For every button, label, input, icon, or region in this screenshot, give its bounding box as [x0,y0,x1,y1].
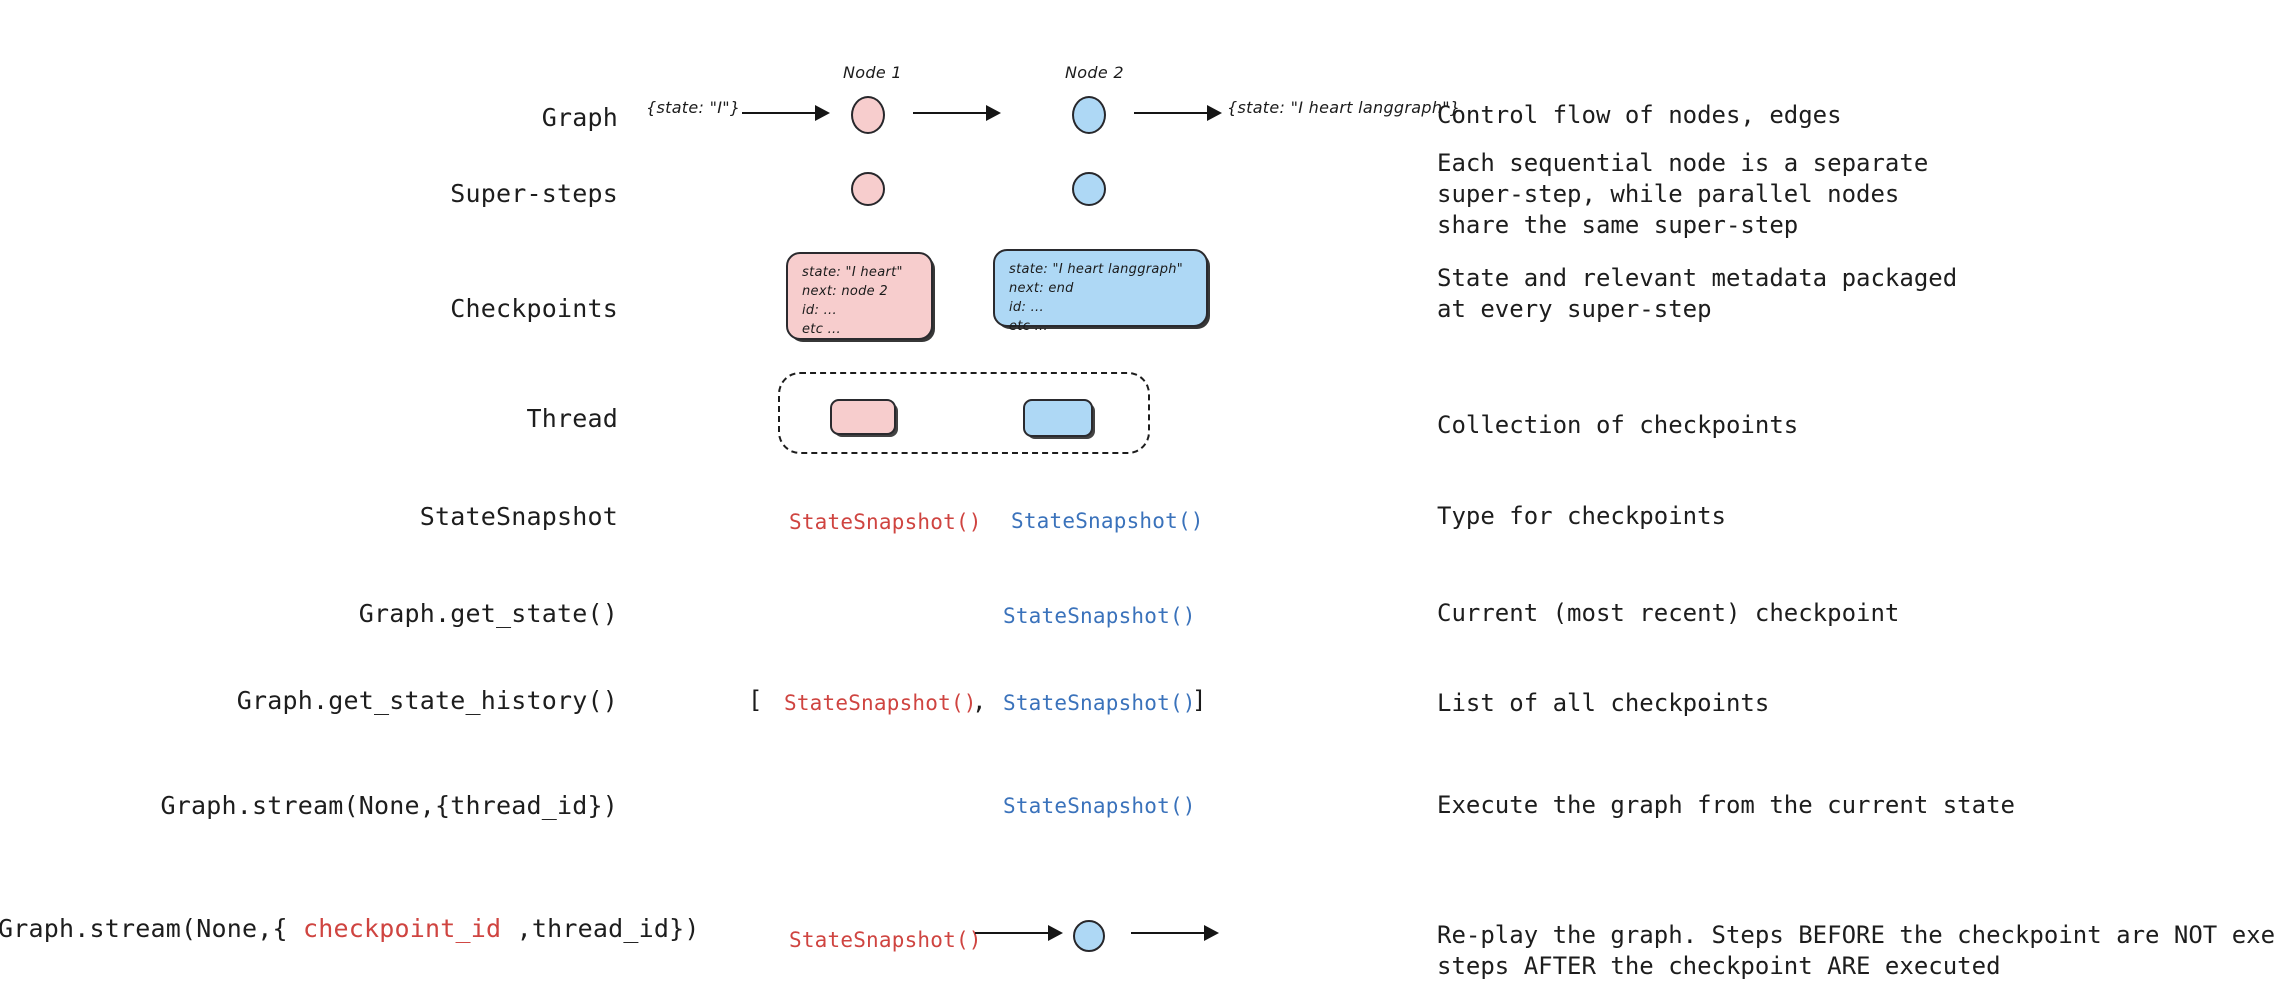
stream-thread-statesnapshot: StateSnapshot() [1003,794,1196,818]
row-label-statesnapshot: StateSnapshot [419,502,618,531]
row-label-graph: Graph [541,103,618,132]
blue-card-line-etc: etc ... [1009,319,1048,334]
super-step-node-1-circle [851,172,885,206]
blue-card-line-id: id: ... [1009,300,1044,315]
edge-arrow-3 [1134,105,1222,121]
row-label-super-steps: Super-steps [450,179,618,208]
node-1-label: Node 1 [843,63,902,82]
super-step-node-2-circle [1072,172,1106,206]
row-label-stream-thread: Graph.stream(None,{thread_id}) [160,791,618,820]
graph-output-state-text: {state: "I heart langgraph"} [1227,98,1461,117]
node-2-circle [1072,96,1106,134]
row-label-checkpoints: Checkpoints [450,294,618,323]
history-comma: , [972,687,987,715]
pink-card-line-next: next: node 2 [802,284,888,299]
replay-arrow-1 [975,925,1063,941]
checkpoint-card-blue: state: "I heart langgraph" next: end id:… [993,249,1208,334]
history-open-bracket: [ [748,686,763,714]
row-description-get-state: Current (most recent) checkpoint [1437,599,1900,627]
replay-arrow-2 [1131,925,1219,941]
row-label-get-state-history: Graph.get_state_history() [236,686,618,715]
graph-input-state-text: {state: "I"} [646,98,741,117]
statesnapshot-pink: StateSnapshot() [789,510,982,534]
stream-checkpoint-label-highlight: checkpoint_id [303,914,502,943]
row-label-thread: Thread [526,404,618,433]
statesnapshot-blue: StateSnapshot() [1011,509,1204,533]
blue-card-line-next: next: end [1009,281,1074,296]
history-close-bracket: ] [1192,686,1207,714]
blue-card-line-state: state: "I heart langgraph" [1009,262,1184,277]
get-state-statesnapshot: StateSnapshot() [1003,604,1196,628]
pink-card-line-state: state: "I heart" [802,265,903,280]
node-2-label: Node 2 [1065,63,1124,82]
row-label-get-state: Graph.get_state() [358,599,618,628]
edge-arrow-2 [913,105,1001,121]
stream-checkpoint-label-pre: Graph.stream(None,{ [0,914,304,943]
row-description-statesnapshot: Type for checkpoints [1437,502,1726,530]
edge-arrow-1 [742,105,830,121]
row-description-super-steps: Each sequential node is a separate super… [1437,149,1929,239]
row-description-get-state-history: List of all checkpoints [1437,689,1770,717]
row-label-stream-checkpoint: Graph.stream(None,{ checkpoint_id ,threa… [0,914,699,943]
row-description-stream-thread: Execute the graph from the current state [1437,791,2015,819]
thread-checkpoint-chip-pink [830,399,896,435]
history-statesnapshot-2: StateSnapshot() [1003,691,1196,715]
row-description-checkpoints: State and relevant metadata packaged at … [1437,264,1958,323]
replay-node-circle [1073,920,1105,952]
checkpoint-card-pink: state: "I heart" next: node 2 id: ... et… [786,252,933,340]
pink-card-line-id: id: ... [802,303,837,318]
row-description-stream-checkpoint: Re-play the graph. Steps BEFORE the chec… [1437,921,2276,980]
row-description-graph: Control flow of nodes, edges [1437,101,1842,129]
history-statesnapshot-1: StateSnapshot() [784,691,977,715]
pink-card-line-etc: etc ... [802,322,841,337]
thread-checkpoint-chip-blue [1023,399,1093,437]
row-description-thread: Collection of checkpoints [1437,411,1799,439]
thread-dashed-container [778,372,1150,454]
node-1-circle [851,96,885,134]
replay-statesnapshot: StateSnapshot() [789,928,982,952]
stream-checkpoint-label-post: ,thread_id}) [501,914,700,943]
